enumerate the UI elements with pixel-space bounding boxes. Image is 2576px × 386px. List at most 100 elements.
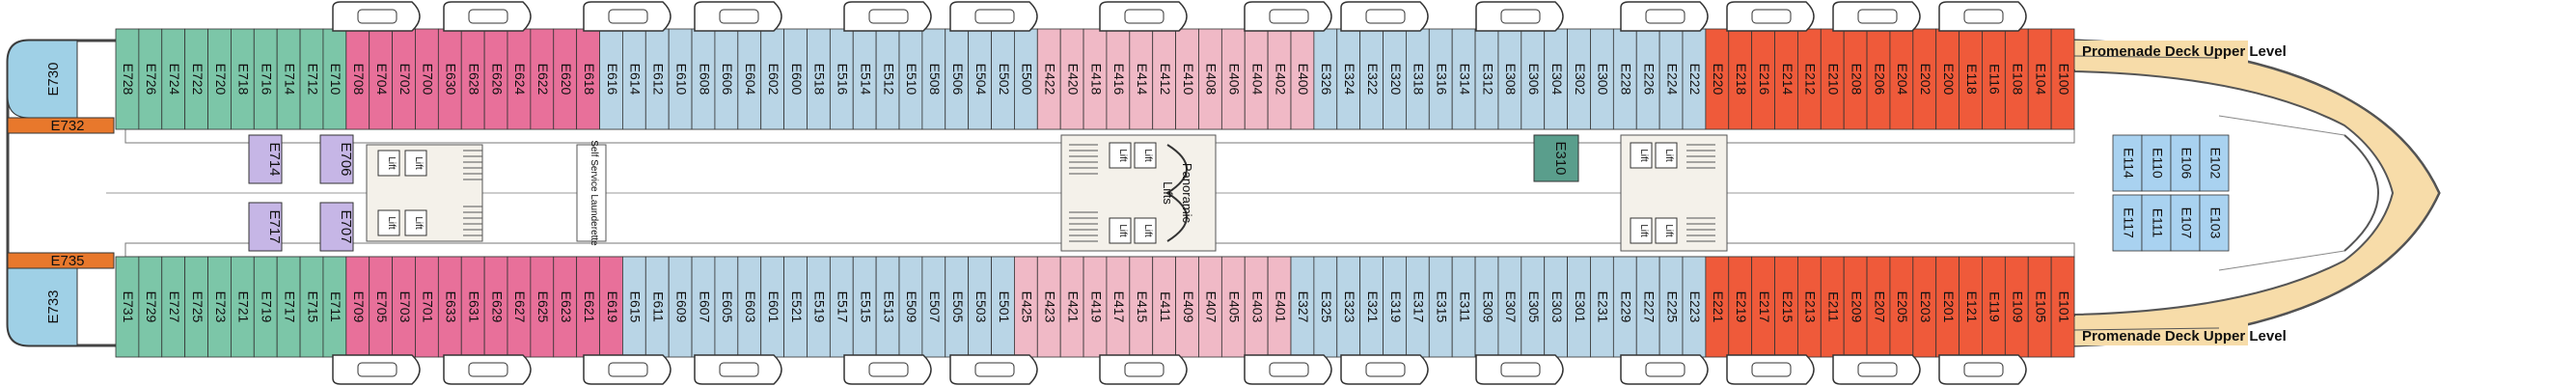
- cabin-number: E118: [1964, 64, 1980, 95]
- lifeboat: [1726, 1, 1815, 32]
- cabin-number: E224: [1664, 64, 1680, 96]
- cabin-number: E623: [559, 291, 574, 323]
- cabin-E633: E633: [437, 256, 462, 358]
- cabin-number: E306: [1526, 64, 1542, 96]
- cabin-number: E712: [305, 64, 320, 96]
- cabin-number: E222: [1687, 64, 1703, 96]
- cabin-E216: E216: [1751, 28, 1775, 130]
- cabin-number: E406: [1227, 64, 1243, 96]
- lifeboat: [1938, 354, 2027, 385]
- cabin-E321: E321: [1359, 256, 1384, 358]
- lifeboat: [694, 354, 782, 385]
- cabin-number: E519: [812, 291, 828, 323]
- cabin-number: E619: [605, 291, 620, 323]
- cabin-number: E614: [628, 64, 644, 96]
- cabin-E501: E501: [991, 256, 1015, 358]
- cabin-E631: E631: [460, 256, 485, 358]
- cabin-number: E704: [374, 64, 390, 96]
- cabin-E103: E103: [2199, 194, 2230, 252]
- cabin-number: E311: [1457, 291, 1472, 322]
- cabin-number: E108: [2011, 64, 2026, 96]
- cabin-E505: E505: [945, 256, 970, 358]
- cabin-E732: E732: [50, 118, 84, 134]
- forward-lobby: Lift Lift Lift Lift: [1620, 134, 1728, 252]
- cabin-number: E104: [2033, 64, 2048, 96]
- cabin-E208: E208: [1843, 28, 1868, 130]
- cabin-number: E111: [2150, 208, 2165, 238]
- cabin-number: E720: [213, 64, 229, 96]
- cabin-number: E606: [720, 64, 735, 96]
- cabin-number: E620: [559, 64, 574, 96]
- cabin-E507: E507: [921, 256, 946, 358]
- cabin-E506: E506: [945, 28, 970, 130]
- cabin-number: E517: [836, 291, 851, 323]
- cabin-number: E204: [1895, 64, 1910, 96]
- cabin-number: E414: [1135, 64, 1150, 96]
- cabin-E510: E510: [898, 28, 923, 130]
- cabin-number: E326: [1319, 64, 1334, 96]
- cabin-number: E318: [1411, 64, 1427, 96]
- lifeboat: [1832, 354, 1921, 385]
- cabin-number: E702: [397, 64, 413, 96]
- cabin-E401: E401: [1267, 256, 1292, 358]
- cabin-number: E408: [1204, 64, 1219, 96]
- cabin-number: E717: [282, 291, 297, 323]
- cabin-E300: E300: [1590, 28, 1614, 130]
- cabin-E707-access: E707: [338, 209, 354, 243]
- cabin-E404: E404: [1244, 28, 1269, 130]
- cabin-E619: E619: [599, 256, 623, 358]
- cabin-E405: E405: [1220, 256, 1246, 358]
- cabin-number: E103: [2207, 207, 2223, 239]
- cabin-E622: E622: [530, 28, 555, 130]
- cabin-number: E220: [1711, 64, 1726, 96]
- cabin-number: E226: [1641, 64, 1657, 96]
- cabin-number: E628: [466, 64, 481, 96]
- cabin-E304: E304: [1544, 28, 1568, 130]
- cabin-E627: E627: [507, 256, 532, 358]
- cabin-E423: E423: [1036, 256, 1061, 358]
- cabin-E709: E709: [345, 256, 370, 358]
- cabin-E314: E314: [1451, 28, 1476, 130]
- cabin-E222: E222: [1682, 28, 1707, 130]
- cabin-number: E419: [1088, 291, 1104, 323]
- cabin-number: E317: [1411, 291, 1427, 323]
- cabin-E730: E730: [45, 62, 62, 96]
- cabin-number: E711: [328, 291, 343, 322]
- cabin-number: E610: [673, 64, 689, 96]
- cabin-E418: E418: [1082, 28, 1108, 130]
- cabin-number: E705: [374, 291, 390, 323]
- cabin-E514: E514: [852, 28, 877, 130]
- cabin-number: E106: [2179, 148, 2194, 179]
- cabin-E519: E519: [807, 256, 831, 358]
- cabin-E727: E727: [161, 256, 186, 358]
- cabin-number: E703: [397, 291, 413, 323]
- cabin-E220: E220: [1705, 28, 1730, 130]
- cabin-number: E200: [1941, 64, 1957, 96]
- cabin-number: E604: [743, 64, 758, 96]
- cabin-number: E327: [1296, 291, 1311, 323]
- lifeboat: [583, 354, 671, 385]
- cabin-E411: E411: [1152, 256, 1176, 358]
- cabin-E311: E311: [1451, 256, 1476, 358]
- cabin-number: E723: [213, 291, 229, 323]
- cabin-number: E305: [1526, 291, 1542, 323]
- cabin-number: E321: [1365, 291, 1381, 323]
- cabin-E318: E318: [1406, 28, 1430, 130]
- cabin-number: E314: [1457, 64, 1472, 96]
- cabin-E207: E207: [1866, 256, 1891, 358]
- cabin-number: E502: [997, 64, 1012, 96]
- cabin-number: E505: [950, 291, 966, 323]
- cabin-E630: E630: [437, 28, 462, 130]
- cabin-E110: E110: [2141, 134, 2172, 192]
- cabin-number: E609: [673, 291, 689, 323]
- lifeboat: [1099, 354, 1188, 385]
- cabin-number: E514: [858, 64, 873, 96]
- cabin-E606: E606: [714, 28, 739, 130]
- cabin-number: E512: [881, 64, 896, 96]
- cabin-number: E225: [1664, 291, 1680, 323]
- cabin-E228: E228: [1612, 28, 1637, 130]
- cabin-E609: E609: [668, 256, 693, 358]
- cabin-number: E301: [1573, 291, 1588, 323]
- cabin-number: E404: [1249, 64, 1265, 96]
